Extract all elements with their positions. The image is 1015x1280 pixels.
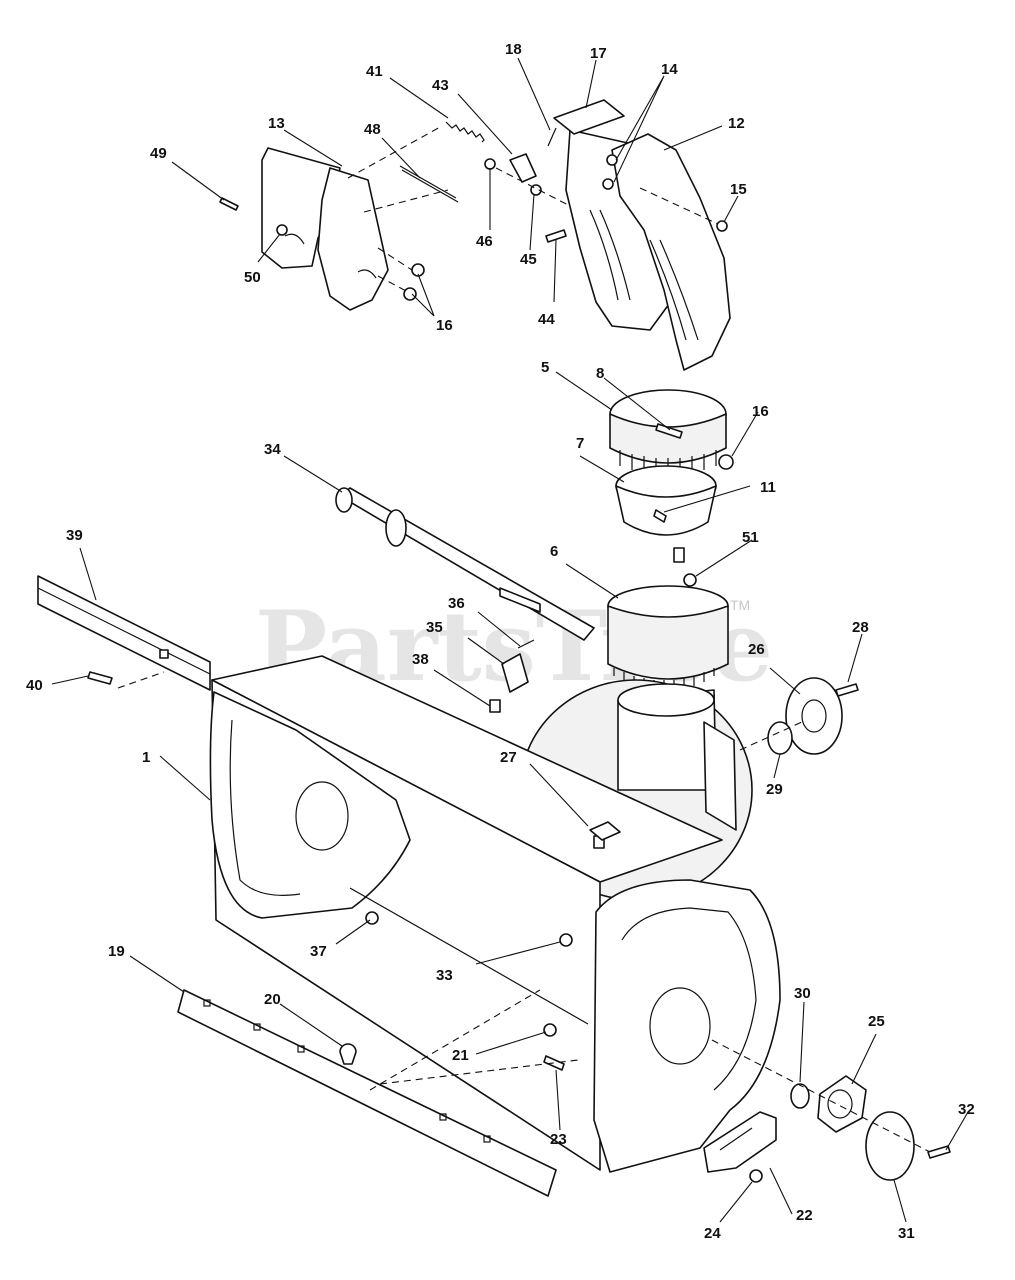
bolt-14b xyxy=(602,178,614,190)
bolt-44 xyxy=(545,229,567,243)
chute-ring-7 xyxy=(615,465,717,563)
skid-shoe-22 xyxy=(703,1111,777,1173)
key-38 xyxy=(489,699,501,713)
callout-35: 35 xyxy=(426,619,443,636)
scraper-bar-39 xyxy=(37,575,211,691)
bolt-32 xyxy=(927,1145,951,1159)
callout-45: 45 xyxy=(520,251,537,268)
chute-cap-17 xyxy=(553,99,625,135)
callout-34: 34 xyxy=(264,441,281,458)
callout-22: 22 xyxy=(796,1207,813,1224)
bearing-housing-25 xyxy=(817,1075,867,1133)
callout-36: 36 xyxy=(448,595,465,612)
cable-part xyxy=(399,165,459,203)
callout-32: 32 xyxy=(958,1101,975,1118)
bolt-20 xyxy=(339,1043,357,1065)
plate-27 xyxy=(589,821,621,841)
callout-49: 49 xyxy=(150,145,167,162)
bolt-49 xyxy=(219,197,239,211)
callout-50: 50 xyxy=(244,269,261,286)
nut-24 xyxy=(749,1169,763,1183)
callout-11: 11 xyxy=(760,479,776,496)
chute-base-ring-5 xyxy=(609,389,727,474)
shave-plate-19 xyxy=(177,989,557,1197)
callout-13: 13 xyxy=(268,115,285,132)
callout-7: 7 xyxy=(576,435,584,452)
washer-15 xyxy=(716,220,728,232)
callout-23: 23 xyxy=(550,1131,567,1148)
nut-16c xyxy=(718,454,734,470)
nut-51 xyxy=(683,573,697,587)
callout-24: 24 xyxy=(704,1225,721,1242)
washer-30 xyxy=(790,1083,810,1109)
callout-26: 26 xyxy=(748,641,765,658)
deflector-assembly xyxy=(261,125,449,311)
callout-5: 5 xyxy=(541,359,549,376)
callout-48: 48 xyxy=(364,121,381,138)
screw-36 xyxy=(517,639,535,649)
callout-14: 14 xyxy=(661,61,678,78)
callout-44: 44 xyxy=(538,311,555,328)
callout-17: 17 xyxy=(590,45,607,62)
nut-33 xyxy=(559,933,573,947)
callout-21: 21 xyxy=(452,1047,469,1064)
callout-19: 19 xyxy=(108,943,125,960)
callout-1: 1 xyxy=(142,749,150,766)
callout-25: 25 xyxy=(868,1013,885,1030)
bolt-14a xyxy=(606,154,618,166)
auger-shaft-34 xyxy=(335,487,595,641)
bearing-29 xyxy=(767,721,793,755)
callout-30: 30 xyxy=(794,985,811,1002)
chute-assembly xyxy=(565,129,731,371)
callout-38: 38 xyxy=(412,651,429,668)
cover-31 xyxy=(865,1111,915,1181)
callout-16-upper: 16 xyxy=(752,403,769,420)
callout-51: 51 xyxy=(742,529,759,546)
spring-part xyxy=(445,121,485,143)
flange-26 xyxy=(785,677,843,755)
callout-31: 31 xyxy=(898,1225,915,1242)
callout-29: 29 xyxy=(766,781,783,798)
callout-6: 6 xyxy=(550,543,558,560)
callout-18: 18 xyxy=(505,41,522,58)
nut-16b xyxy=(403,287,417,301)
nut-16a xyxy=(411,263,425,277)
pin-18 xyxy=(547,127,557,147)
bolt-28 xyxy=(835,683,859,697)
gear-ring-6 xyxy=(607,585,729,690)
bolt-40 xyxy=(87,671,113,685)
bearing-35 xyxy=(501,653,529,693)
nut-46 xyxy=(484,158,496,170)
callout-16-lower: 16 xyxy=(436,317,453,334)
callout-39: 39 xyxy=(66,527,83,544)
callout-37: 37 xyxy=(310,943,327,960)
callout-43: 43 xyxy=(432,77,449,94)
auger-housing-1 xyxy=(209,655,781,1173)
callout-8: 8 xyxy=(596,365,604,382)
callout-12: 12 xyxy=(728,115,745,132)
bolt-23 xyxy=(543,1055,565,1071)
watermark-trademark: TM xyxy=(730,597,750,613)
bracket-43 xyxy=(509,153,537,183)
callout-41: 41 xyxy=(366,63,383,80)
callout-46: 46 xyxy=(476,233,493,250)
callout-27: 27 xyxy=(500,749,517,766)
callout-33: 33 xyxy=(436,967,453,984)
callout-20: 20 xyxy=(264,991,281,1008)
nut-50 xyxy=(276,224,288,236)
nut-21 xyxy=(543,1023,557,1037)
callout-28: 28 xyxy=(852,619,869,636)
callout-40: 40 xyxy=(26,677,43,694)
callout-15: 15 xyxy=(730,181,747,198)
